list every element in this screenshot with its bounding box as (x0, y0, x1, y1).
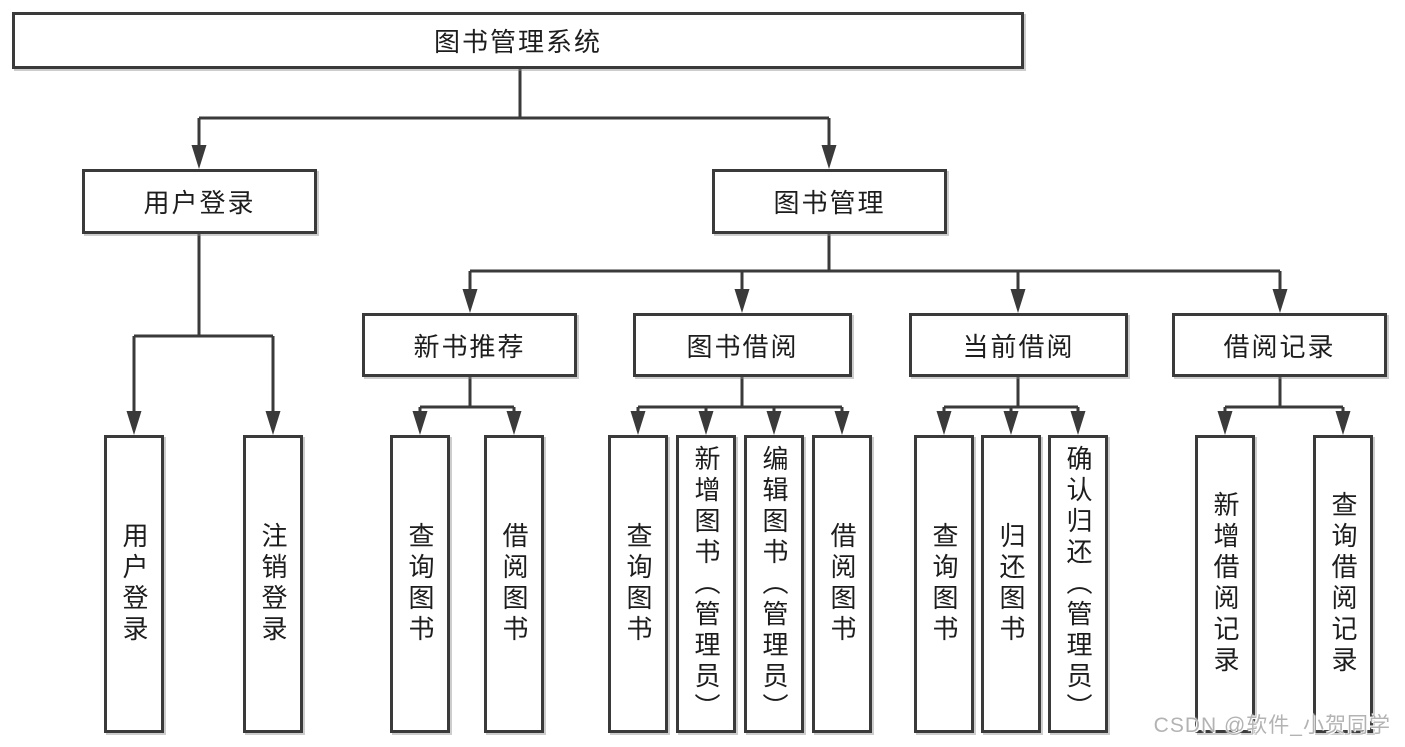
leaf-borrow-add-book-admin: 新增图书（管理员） (676, 435, 736, 733)
node-new-book-recommend: 新书推荐 (362, 313, 577, 377)
leaf-borrow-borrow-book: 借阅图书 (812, 435, 872, 733)
connector-new-book-recommend-children (412, 377, 522, 435)
connector-user-login-children (126, 234, 281, 435)
leaf-records-query-record: 查询借阅记录 (1313, 435, 1373, 733)
leaf-recommend-query-book: 查询图书 (390, 435, 450, 733)
connector-book-borrow-children (630, 377, 850, 435)
connector-root-to-level2 (191, 69, 837, 169)
leaf-borrow-edit-book-admin: 编辑图书（管理员） (744, 435, 804, 733)
node-root-system: 图书管理系统 (12, 12, 1024, 69)
node-book-borrow: 图书借阅 (633, 313, 852, 377)
leaf-current-query-book: 查询图书 (914, 435, 974, 733)
leaf-borrow-query-book: 查询图书 (608, 435, 668, 733)
node-user-login: 用户登录 (82, 169, 317, 234)
leaf-logout-login: 注销登录 (243, 435, 303, 733)
connector-book-management-children (462, 234, 1288, 313)
leaf-current-confirm-return-admin: 确认归还（管理员） (1048, 435, 1108, 733)
node-book-management: 图书管理 (712, 169, 947, 234)
connector-borrow-records-children (1217, 377, 1351, 435)
csdn-watermark: CSDN @软件_小贺同学 (1153, 714, 1391, 737)
leaf-recommend-borrow-book: 借阅图书 (484, 435, 544, 733)
leaf-user-login: 用户登录 (104, 435, 164, 733)
leaf-records-add-record: 新增借阅记录 (1195, 435, 1255, 733)
node-current-borrow: 当前借阅 (909, 313, 1128, 377)
node-borrow-records: 借阅记录 (1172, 313, 1387, 377)
connector-current-borrow-children (936, 377, 1086, 435)
leaf-current-return-book: 归还图书 (981, 435, 1041, 733)
